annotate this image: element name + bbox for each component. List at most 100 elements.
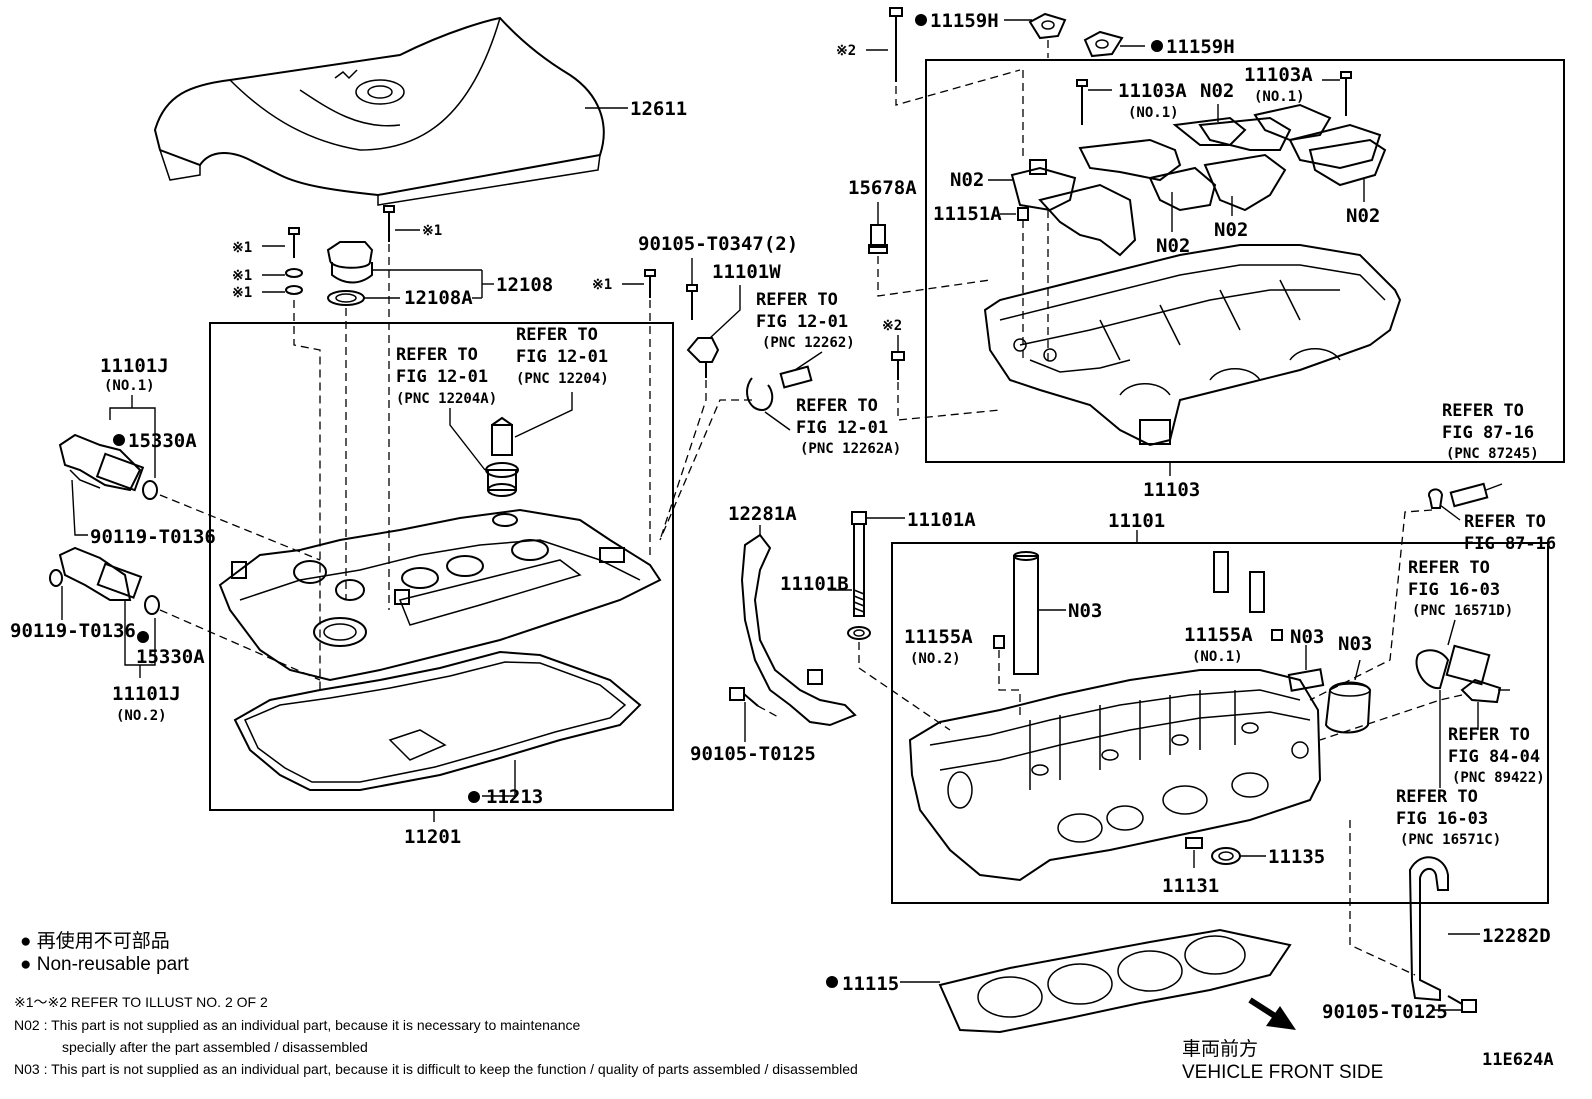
non-reusable-dot [826, 976, 838, 988]
mark-1c: ※1 [232, 285, 252, 301]
label-n03-a: N03 [1068, 600, 1102, 622]
svg-text:(PNC 12262): (PNC 12262) [762, 335, 855, 351]
non-reusable-dot [113, 434, 125, 446]
label-11101j-2: 11101J [112, 683, 181, 705]
bracket-12281a [740, 525, 857, 727]
label-11103: 11103 [1143, 479, 1200, 501]
hose-clamp-right [1319, 619, 1510, 788]
svg-text:REFER TO: REFER TO [1408, 558, 1490, 578]
svg-text:FIG 12-01: FIG 12-01 [756, 312, 848, 332]
label-11155a-2-sub: (NO.2) [910, 651, 961, 667]
label-11103a-1: 11103A [1118, 80, 1187, 102]
label-11201: 11201 [404, 826, 461, 848]
ref-87-16: REFER TO FIG 87-16 [1464, 512, 1556, 554]
label-11101b: 11101B [780, 573, 849, 595]
svg-text:REFER TO: REFER TO [796, 396, 878, 416]
svg-text:(PNC 12204A): (PNC 12204A) [396, 391, 497, 407]
plug-15678a [868, 202, 991, 297]
ref-12262: REFER TO FIG 12-01 (PNC 12262) [756, 290, 855, 351]
label-11101: 11101 [1108, 510, 1165, 532]
label-n02-c: N02 [1156, 235, 1190, 257]
engine-cover-12611 [153, 16, 628, 206]
label-11155a-1-sub: (NO.1) [1192, 649, 1243, 665]
svg-text:(PNC 16571D): (PNC 16571D) [1412, 603, 1513, 619]
bolt-90105-t0125-b [1434, 995, 1477, 1013]
camshaft-housing [983, 244, 1402, 447]
label-11115: 11115 [842, 973, 899, 995]
svg-text:REFER TO: REFER TO [756, 290, 838, 310]
svg-text:(PNC 89422): (PNC 89422) [1452, 770, 1545, 786]
legend-en: ● Non-reusable part [20, 954, 190, 975]
bolt-90105-t0125-a [729, 687, 781, 742]
label-90105-t0125-a: 90105-T0125 [690, 743, 816, 765]
ref-12204: REFER TO FIG 12-01 (PNC 12204) [516, 325, 609, 387]
svg-text:REFER TO: REFER TO [1448, 725, 1530, 745]
direction-jp: 車両前方 [1182, 1038, 1258, 1060]
label-11103a-2-sub: (NO.1) [1254, 89, 1305, 105]
svg-text:FIG 87-16: FIG 87-16 [1464, 534, 1556, 554]
bolt-mark1-right [622, 269, 656, 560]
label-11155a-1: 11155A [1184, 624, 1253, 646]
svg-text:FIG 87-16: FIG 87-16 [1442, 423, 1534, 443]
label-11103a-1-sub: (NO.1) [1128, 105, 1179, 121]
note-line2: N02 : This part is not supplied as an in… [14, 1017, 580, 1033]
cylinder-head-cover [218, 508, 662, 682]
non-reusable-dot [137, 631, 149, 643]
ref-16571c: REFER TO FIG 16-03 (PNC 16571C) [1396, 787, 1501, 848]
label-90119-2: 90119-T0136 [10, 620, 136, 642]
non-reusable-dot [468, 791, 480, 803]
box-11201 [209, 322, 674, 811]
svg-text:FIG 12-01: FIG 12-01 [796, 418, 888, 438]
label-n03-c: N03 [1338, 633, 1372, 655]
gasket-11159h [1004, 12, 1145, 58]
svg-text:FIG 84-04: FIG 84-04 [1448, 747, 1540, 767]
note-line3: specially after the part assembled / dis… [62, 1039, 368, 1055]
label-15330a-1: 15330A [128, 430, 197, 452]
box-11103 [925, 59, 1565, 463]
svg-text:FIG 12-01: FIG 12-01 [516, 347, 608, 367]
label-11101j-2-sub: (NO.2) [116, 708, 167, 724]
label-n02-a: N02 [1200, 80, 1234, 102]
pcv-valve [449, 392, 573, 497]
label-11131: 11131 [1162, 875, 1219, 897]
mark-1b: ※1 [232, 268, 252, 284]
svg-text:REFER TO: REFER TO [1396, 787, 1478, 807]
label-15678a: 15678A [848, 177, 917, 199]
oil-control-valve-no2 [49, 546, 321, 681]
svg-text:(PNC 12262A): (PNC 12262A) [800, 441, 901, 457]
vehicle-front-arrow-icon [1248, 997, 1296, 1030]
ref-89422: REFER TO FIG 84-04 (PNC 89422) [1448, 725, 1545, 786]
ref-87245: REFER TO FIG 87-16 (PNC 87245) [1442, 401, 1539, 462]
note-line1: ※1～※2 REFER TO ILLUST NO. 2 OF 2 [14, 994, 268, 1010]
svg-text:(PNC 16571C): (PNC 16571C) [1400, 832, 1501, 848]
label-12108: 12108 [496, 274, 553, 296]
svg-text:FIG 16-03: FIG 16-03 [1396, 809, 1488, 829]
bolts-top-left [262, 205, 420, 690]
label-11159h-2: 11159H [1166, 36, 1235, 58]
oil-control-valve-no1 [58, 395, 321, 561]
mark-2a: ※2 [836, 43, 856, 59]
bracket-12282d [1349, 820, 1480, 1002]
label-90105-t0125-b: 90105-T0125 [1322, 1001, 1448, 1023]
svg-text:REFER TO: REFER TO [1464, 512, 1546, 532]
mark-1a: ※1 [232, 240, 252, 256]
label-n02-e: N02 [1346, 205, 1380, 227]
label-11103a-2: 11103A [1244, 64, 1313, 86]
svg-text:REFER TO: REFER TO [516, 325, 598, 345]
bolt-mark2-top [866, 7, 1021, 106]
label-11151a: 11151A [933, 203, 1002, 225]
label-12281a: 12281A [728, 503, 797, 525]
svg-text:(PNC 87245): (PNC 87245) [1446, 446, 1539, 462]
direction-en: VEHICLE FRONT SIDE [1182, 1062, 1383, 1083]
figure-id: 11E624A [1482, 1050, 1554, 1070]
cylinder-head [908, 669, 1322, 882]
label-12611: 12611 [630, 98, 687, 120]
non-reusable-dot [915, 14, 927, 26]
label-11101w: 11101W [712, 261, 781, 283]
label-11101j-1: 11101J [100, 355, 169, 377]
svg-text:(PNC 12204): (PNC 12204) [516, 371, 609, 387]
cam-bolts [1017, 70, 1352, 365]
bolt-mark2-mid [891, 335, 1001, 421]
vvt-sensor-11101w [659, 258, 741, 541]
